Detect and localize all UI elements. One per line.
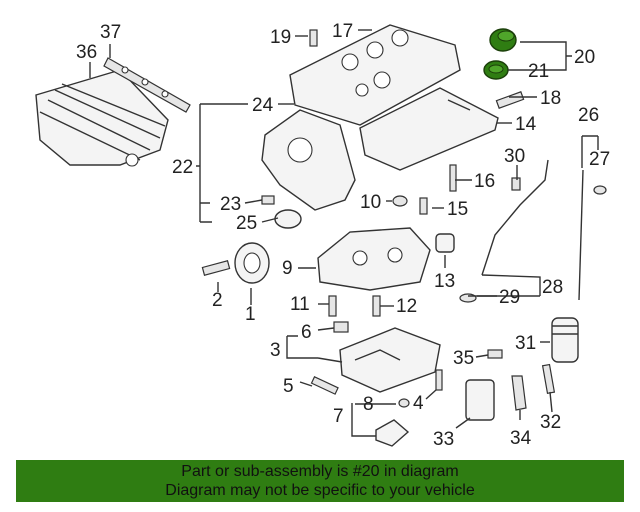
drain-plug-drawing	[333, 321, 349, 333]
part-32-drawing	[541, 363, 556, 395]
timing-cover-drawing	[261, 109, 356, 211]
callout-20: 20	[574, 47, 595, 68]
tube-seal-drawing	[459, 293, 477, 303]
dipstick-drawing	[578, 169, 584, 301]
notice-banner: Part or sub-assembly is #20 in diagram D…	[16, 460, 624, 502]
notice-line-disclaimer: Diagram may not be specific to your vehi…	[165, 482, 475, 499]
callout-12: 12	[396, 296, 417, 317]
part-34-drawing	[511, 375, 527, 411]
callout-35: 35	[453, 348, 474, 369]
notice-line-part: Part or sub-assembly is #20 in diagram	[181, 463, 459, 480]
callout-29: 29	[499, 287, 520, 308]
callout-17: 17	[332, 21, 353, 42]
engine-parts-diagram: 1 2 3 4 5 6 7 8 9 10 11 12 13 14 15 16 1…	[35, 21, 610, 450]
clip-drawing	[511, 177, 521, 191]
callout-30: 30	[504, 146, 525, 167]
callout-36: 36	[76, 42, 97, 63]
callout-8: 8	[363, 394, 374, 415]
sensor-drawing	[310, 375, 339, 395]
dipstick-tube-drawing	[481, 159, 549, 276]
callout-31: 31	[515, 333, 536, 354]
crank-seal-drawing	[274, 209, 302, 229]
callout-34: 34	[510, 428, 532, 449]
oil-filler-seal-drawing	[483, 60, 509, 80]
callout-32: 32	[540, 412, 561, 433]
bolt-11-drawing	[328, 295, 337, 317]
pulley-bolt-drawing	[201, 260, 231, 276]
oil-filter-drawing	[551, 317, 579, 363]
callout-19: 19	[270, 27, 291, 48]
callout-13: 13	[434, 271, 455, 292]
bolt-19-drawing	[309, 29, 318, 47]
intake-manifold-drawing	[35, 69, 169, 167]
callout-18: 18	[540, 88, 561, 109]
callout-9: 9	[282, 258, 293, 279]
callout-2: 2	[212, 290, 223, 311]
crank-pulley-drawing	[234, 242, 270, 284]
callout-7: 7	[333, 406, 344, 427]
callout-21: 21	[528, 61, 549, 82]
callout-24: 24	[252, 95, 274, 116]
upper-oil-pan-drawing	[317, 227, 431, 291]
callout-15: 15	[447, 199, 468, 220]
callout-14: 14	[515, 114, 537, 135]
oil-cooler-drawing	[465, 379, 495, 421]
callout-22: 22	[172, 157, 193, 178]
callout-1: 1	[245, 304, 256, 325]
mount-drawing	[375, 419, 410, 447]
callout-11: 11	[290, 294, 310, 315]
leader-lines	[89, 29, 599, 437]
intake-gasket-drawing	[103, 57, 191, 113]
callout-37: 37	[100, 22, 121, 43]
dipstick-seal-drawing	[593, 185, 607, 195]
bolt-12-drawing	[372, 295, 381, 317]
lower-oil-pan-drawing	[339, 327, 441, 393]
callout-10: 10	[360, 192, 381, 213]
callout-27: 27	[589, 149, 610, 170]
bolt-35-drawing	[487, 349, 503, 359]
bolt-16-drawing	[449, 164, 457, 192]
valve-cover-drawing	[289, 24, 461, 126]
callout-23: 23	[220, 194, 241, 215]
bolt-15-drawing	[419, 197, 428, 215]
callout-labels: 1 2 3 4 5 6 7 8 9 10 11 12 13 14 15 16 1…	[76, 21, 610, 450]
callout-5: 5	[283, 376, 294, 397]
callout-3: 3	[270, 340, 281, 361]
oil-filler-cap-drawing	[489, 28, 517, 52]
stud-drawing	[435, 369, 443, 391]
ring-8-drawing	[398, 398, 410, 408]
engine-cover-drawing	[359, 87, 499, 171]
bolt-23-drawing	[261, 195, 275, 205]
callout-6: 6	[301, 322, 312, 343]
callout-16: 16	[474, 171, 495, 192]
washer-drawing	[392, 195, 408, 207]
callout-26: 26	[578, 105, 599, 126]
bracket-drawing	[495, 91, 525, 109]
callout-33: 33	[433, 429, 454, 450]
oil-pump-drawing	[435, 233, 455, 253]
callout-25: 25	[236, 213, 257, 234]
callout-4: 4	[413, 393, 424, 414]
callout-28: 28	[542, 277, 563, 298]
